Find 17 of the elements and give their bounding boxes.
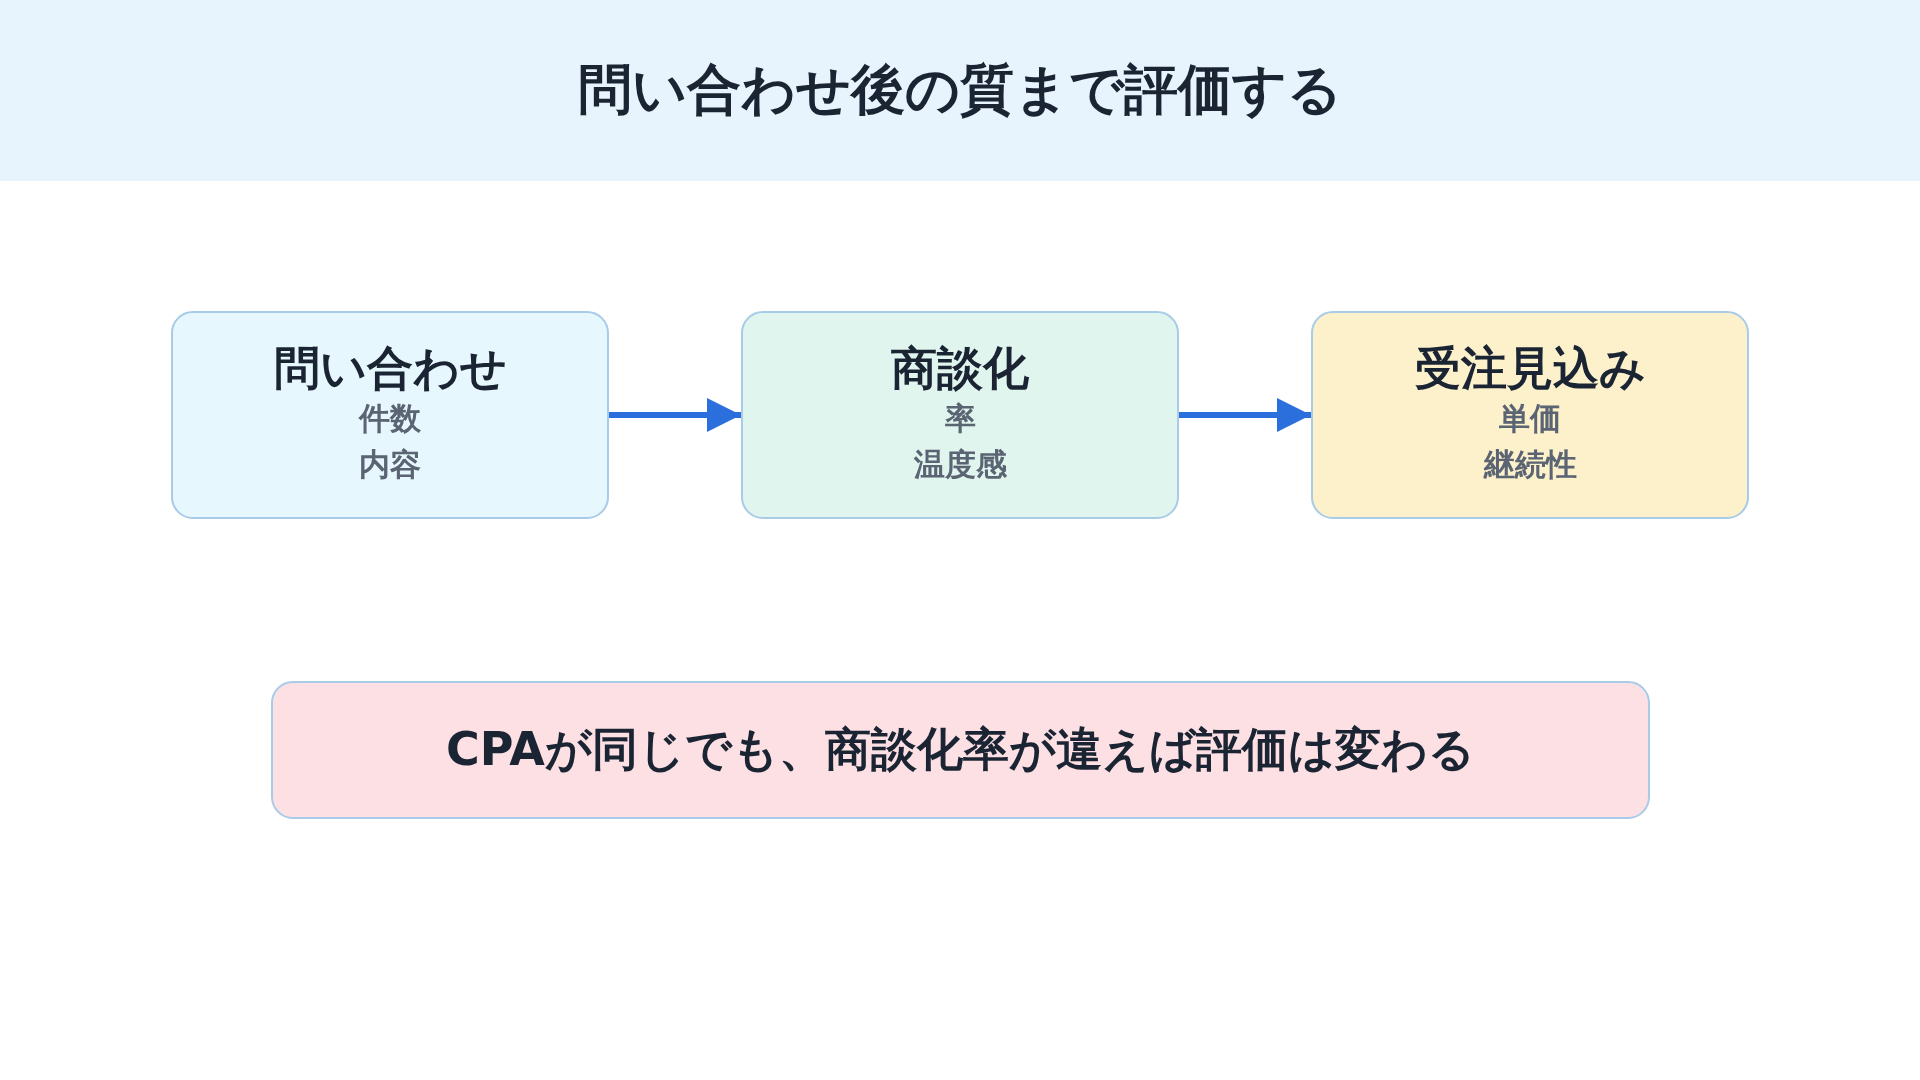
stage-detail: 単価 [1499, 398, 1561, 438]
stage-detail: 率 [944, 398, 976, 438]
note-text: CPAが同じでも、商談化率が違えば評価は変わる [446, 721, 1475, 778]
stage-heading: 商談化 [891, 342, 1029, 395]
note-box [271, 681, 1650, 819]
stage-box [1311, 311, 1749, 519]
stage-box [171, 311, 609, 519]
stage-detail: 内容 [359, 445, 421, 485]
stage-detail: 継続性 [1483, 445, 1577, 485]
stage-detail: 件数 [359, 398, 421, 438]
stage-heading: 問い合わせ [273, 342, 507, 395]
stage-heading: 受注見込み [1414, 342, 1646, 395]
stage-box [741, 311, 1179, 519]
stage-detail: 温度感 [913, 445, 1007, 485]
arrow [1179, 398, 1311, 432]
arrow [609, 398, 741, 432]
title: 問い合わせ後の質まで評価する [578, 57, 1342, 123]
